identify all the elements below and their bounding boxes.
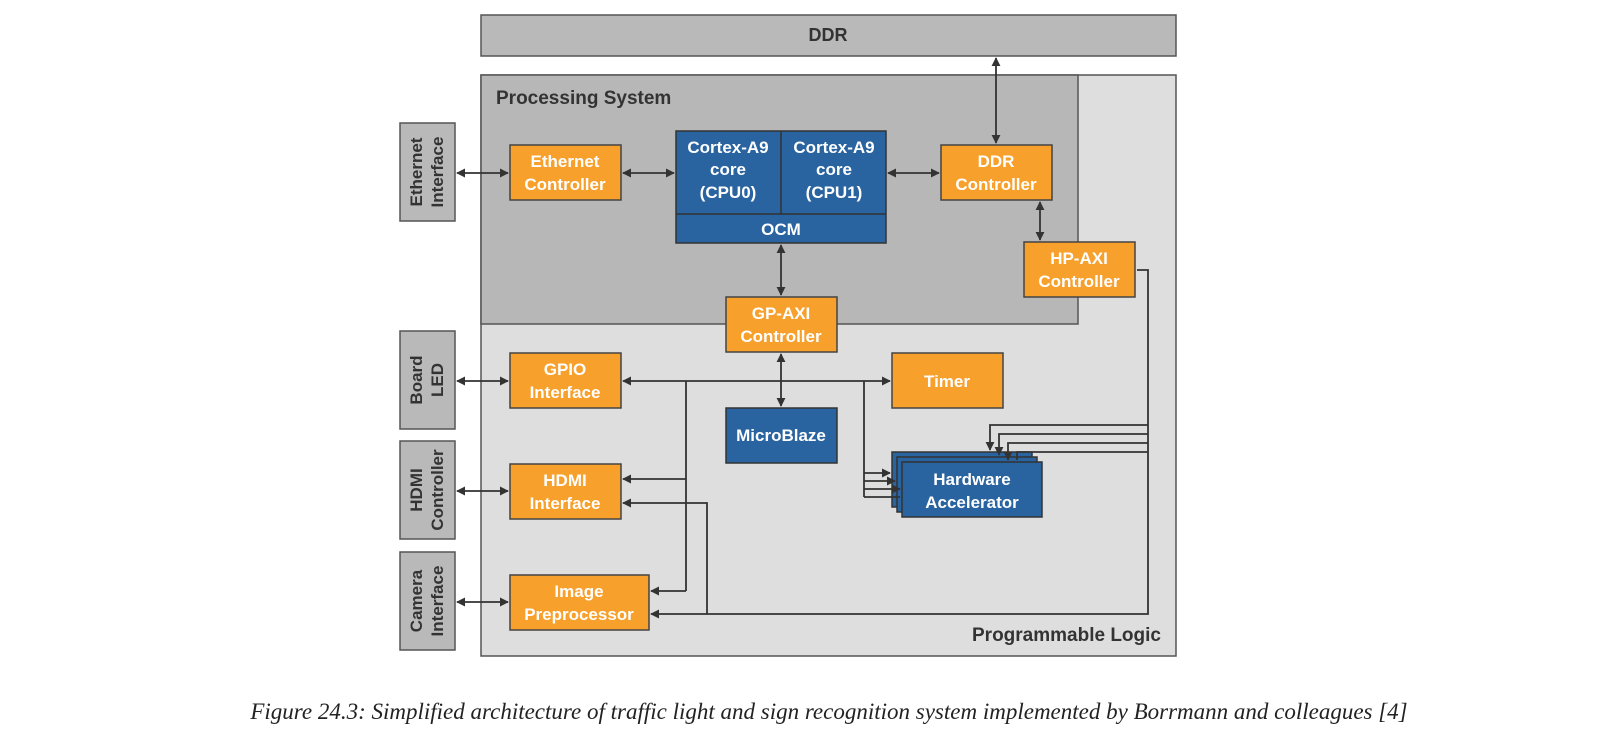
- cpu0-line2: core: [710, 160, 746, 179]
- hp-axi-controller: HP-AXI Controller: [1023, 241, 1136, 298]
- hdmi-interface-line1: HDMI: [543, 471, 586, 490]
- cpu0-line1: Cortex-A9: [687, 138, 768, 157]
- cpu0-line3: (CPU0): [700, 183, 757, 202]
- processing-system-label: Processing System: [496, 88, 671, 109]
- figure-caption: Figure 24.3: Simplified architecture of …: [249, 699, 1407, 724]
- board-led: Board LED: [399, 330, 456, 430]
- camera-interface-line1: Camera: [407, 569, 426, 632]
- hw-accel-line1: Hardware: [933, 470, 1010, 489]
- gpio-line1: GPIO: [544, 360, 587, 379]
- hdmi-interface: HDMI Interface: [509, 463, 622, 520]
- connections: [456, 57, 1149, 619]
- cpu1-line2: core: [816, 160, 852, 179]
- gpio-interface: GPIO Interface: [509, 352, 622, 409]
- ocm-label: OCM: [761, 220, 801, 239]
- ethernet-interface-line1: Ethernet: [407, 137, 426, 206]
- hp-axi-line1: HP-AXI: [1050, 249, 1108, 268]
- cpu1-core: Cortex-A9 core (CPU1): [793, 138, 874, 202]
- timer: Timer: [891, 352, 1004, 409]
- ddr-controller-line1: DDR: [978, 152, 1015, 171]
- microblaze-label: MicroBlaze: [736, 426, 826, 445]
- image-preprocessor: Image Preprocessor: [509, 574, 650, 631]
- programmable-logic-label: Programmable Logic: [972, 625, 1161, 646]
- camera-interface-line2: Interface: [428, 566, 447, 637]
- hp-axi-line2: Controller: [1038, 272, 1120, 291]
- ddr-label: DDR: [809, 25, 848, 45]
- ddr-controller-line2: Controller: [955, 175, 1037, 194]
- image-preprocessor-line2: Preprocessor: [524, 605, 634, 624]
- ethernet-interface-line2: Interface: [428, 137, 447, 208]
- gp-axi-line1: GP-AXI: [752, 304, 811, 323]
- ethernet-controller-line1: Ethernet: [531, 152, 600, 171]
- ddr-controller: DDR Controller: [940, 144, 1053, 201]
- gp-axi-controller: GP-AXI Controller: [725, 296, 838, 353]
- cpu0-core: Cortex-A9 core (CPU0): [687, 138, 768, 202]
- cpu1-line1: Cortex-A9: [793, 138, 874, 157]
- hdmi-controller: HDMI Controller: [399, 440, 456, 540]
- hdmi-interface-line2: Interface: [530, 494, 601, 513]
- ethernet-interface: Ethernet Interface: [399, 122, 456, 222]
- hardware-accelerator: Hardware Accelerator: [891, 451, 1043, 518]
- ethernet-controller: Ethernet Controller: [509, 144, 622, 201]
- hdmi-controller-line1: HDMI: [407, 468, 426, 511]
- gp-axi-line2: Controller: [740, 327, 822, 346]
- board-led-line1: Board: [407, 355, 426, 404]
- hw-accel-line2: Accelerator: [925, 493, 1019, 512]
- board-led-line2: LED: [428, 363, 447, 397]
- timer-label: Timer: [924, 372, 970, 391]
- camera-interface: Camera Interface: [399, 551, 456, 651]
- gpio-line2: Interface: [530, 383, 601, 402]
- image-preprocessor-line1: Image: [554, 582, 603, 601]
- cpu-cluster: Cortex-A9 core (CPU0) Cortex-A9 core (CP…: [675, 130, 887, 244]
- microblaze: MicroBlaze: [725, 407, 838, 464]
- ddr-memory: DDR: [480, 14, 1177, 57]
- ethernet-controller-line2: Controller: [524, 175, 606, 194]
- cpu1-line3: (CPU1): [806, 183, 863, 202]
- hdmi-controller-line2: Controller: [428, 449, 447, 531]
